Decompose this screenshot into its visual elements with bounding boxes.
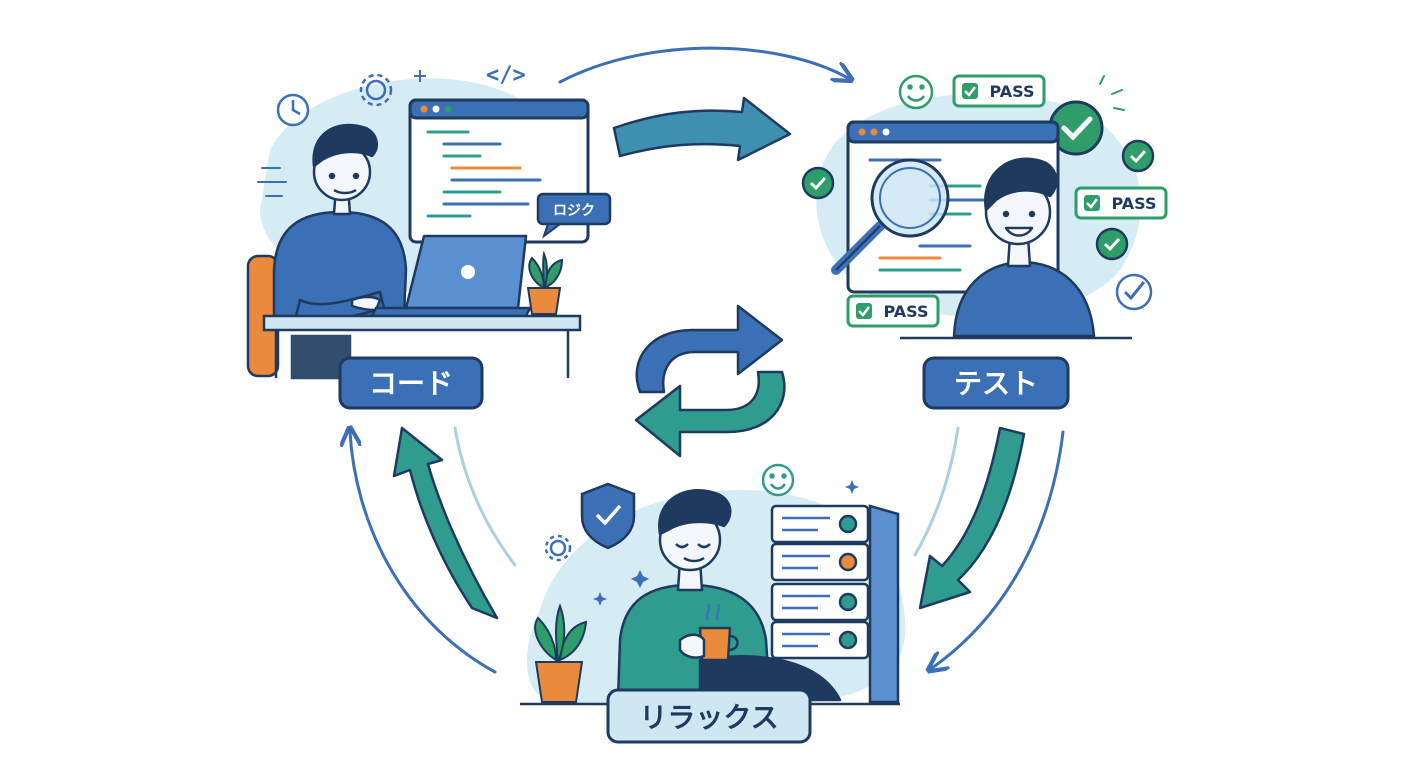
relax-stage: リラックス xyxy=(520,463,906,744)
pass-badge-bottom: PASS xyxy=(846,294,940,328)
thin-arrow-code-to-test xyxy=(558,46,848,84)
plant xyxy=(526,250,564,315)
svg-text:PASS: PASS xyxy=(990,82,1035,101)
faint-arc-left xyxy=(453,426,517,567)
clock-icon xyxy=(276,93,310,127)
desk xyxy=(262,314,582,380)
relax-plant xyxy=(534,603,588,703)
svg-text:PASS: PASS xyxy=(1112,194,1157,213)
coder-person xyxy=(272,123,408,321)
svg-text:ロジク: ロジク xyxy=(553,203,595,219)
relax-label-pill: リラックス xyxy=(606,688,812,744)
thick-arrows xyxy=(392,96,1026,620)
server-unit-1 xyxy=(770,504,870,544)
thick-arrow-relax-to-code xyxy=(392,426,499,620)
check-icon-1 xyxy=(1121,139,1155,173)
laptop xyxy=(370,234,532,318)
pass-badge-middle: PASS xyxy=(1074,186,1168,220)
code-stage: </> xyxy=(246,63,612,410)
magnifier-icon xyxy=(831,158,950,275)
sparkle-lines-icon xyxy=(1099,75,1125,111)
gear-icon xyxy=(359,73,393,107)
server-rack xyxy=(770,504,900,704)
thin-arrow-test-to-relax xyxy=(932,430,1065,668)
sparkle-small-icons xyxy=(593,480,859,606)
svg-text:PASS: PASS xyxy=(884,302,929,321)
check-icon-2 xyxy=(801,166,835,200)
shield-icon xyxy=(580,482,636,550)
thick-arrow-test-to-relax xyxy=(918,426,1026,610)
server-unit-3 xyxy=(770,582,870,622)
check-icon-3 xyxy=(1095,227,1129,261)
faint-arc-right xyxy=(913,426,960,557)
svg-text:テスト: テスト xyxy=(954,367,1038,400)
sync-icon xyxy=(634,304,786,458)
gear-small-icon xyxy=(544,534,572,562)
sparkle-icon xyxy=(414,70,426,82)
motion-lines xyxy=(257,167,287,197)
relaxed-person xyxy=(616,489,842,702)
thick-arrow-code-to-test xyxy=(612,96,792,162)
relax-smiley-icon xyxy=(761,463,795,497)
logic-callout: ロジク xyxy=(536,192,612,239)
code-symbol-icon: </> xyxy=(486,63,526,88)
code-label-pill: コード xyxy=(338,356,484,410)
server-unit-4 xyxy=(770,620,870,660)
thin-arrow-relax-to-code xyxy=(350,432,497,674)
tester-person xyxy=(952,157,1096,338)
svg-text:リラックス: リラックス xyxy=(639,701,778,734)
test-label-pill: テスト xyxy=(922,356,1070,410)
svg-text:コード: コード xyxy=(369,367,453,400)
outer-cycle-arrows xyxy=(350,46,1065,674)
smiley-icon xyxy=(898,74,934,110)
pass-badge-top: PASS xyxy=(952,74,1046,108)
check-icon-4 xyxy=(1115,273,1153,311)
test-stage: PASS xyxy=(801,74,1168,410)
server-unit-2 xyxy=(770,542,870,582)
